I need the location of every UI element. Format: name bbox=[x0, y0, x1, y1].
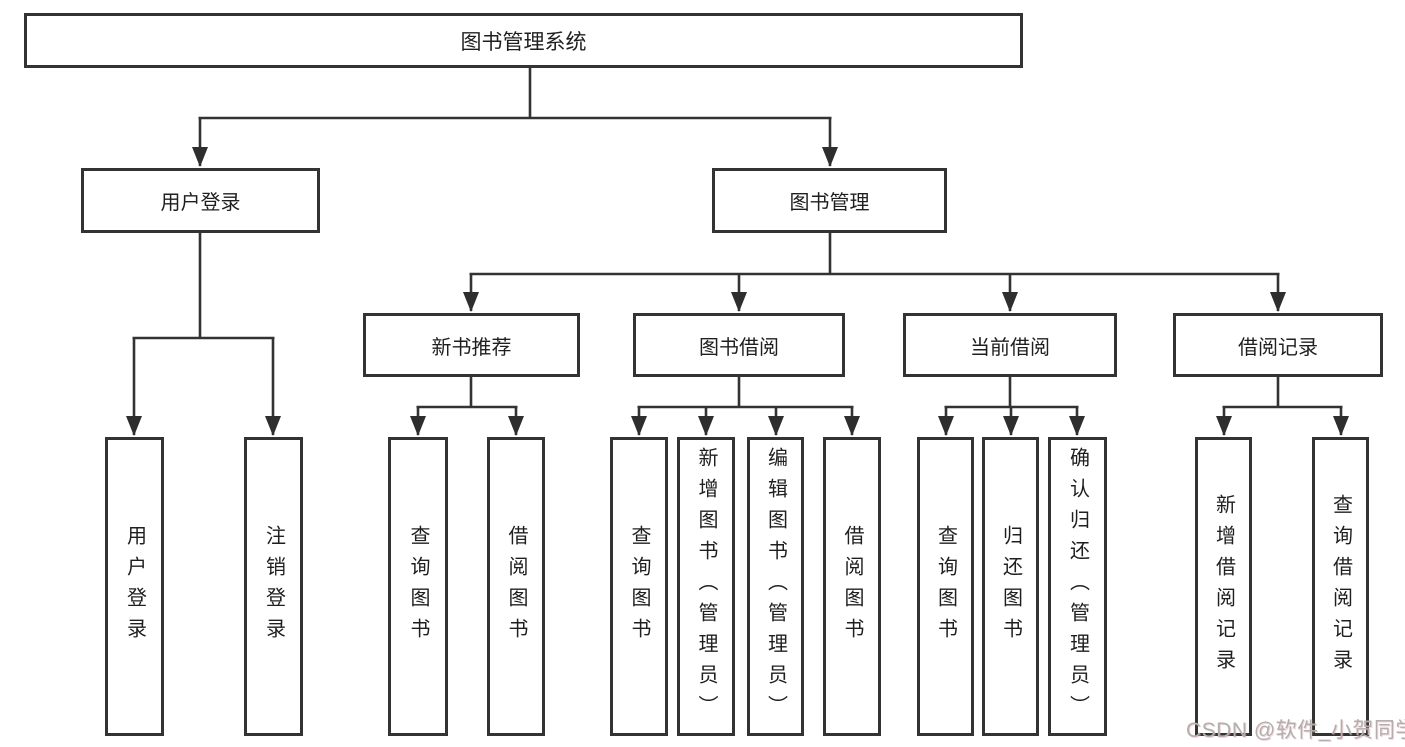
leaf-query-borrow-record-label: 查询借阅记录 bbox=[1329, 493, 1352, 680]
node-borrow-records: 借阅记录 bbox=[1173, 313, 1383, 377]
leaf-logout-label: 注销登录 bbox=[262, 524, 285, 649]
leaf-edit-book-admin: 编辑图书（管理员） bbox=[747, 437, 804, 736]
leaf-return-book: 归还图书 bbox=[982, 437, 1039, 736]
leaf-return-book-label: 归还图书 bbox=[999, 524, 1022, 649]
node-book-borrow: 图书借阅 bbox=[633, 313, 845, 377]
leaf-recommend-query-books-label: 查询图书 bbox=[407, 524, 429, 649]
node-new-book-recommend: 新书推荐 bbox=[363, 313, 580, 377]
leaf-current-query-books-label: 查询图书 bbox=[934, 524, 957, 649]
leaf-user-login: 用户登录 bbox=[105, 437, 164, 736]
leaf-user-login-label: 用户登录 bbox=[123, 524, 146, 649]
leaf-query-borrow-record: 查询借阅记录 bbox=[1312, 437, 1369, 736]
node-current-borrow: 当前借阅 bbox=[903, 313, 1117, 377]
leaf-recommend-borrow-book: 借阅图书 bbox=[487, 437, 545, 736]
leaf-current-query-books: 查询图书 bbox=[917, 437, 974, 736]
leaf-add-book-admin-label: 新增图书（管理员） bbox=[695, 447, 717, 726]
leaf-add-book-admin: 新增图书（管理员） bbox=[677, 437, 735, 736]
leaf-add-borrow-record-label: 新增借阅记录 bbox=[1212, 493, 1235, 680]
node-book-management: 图书管理 bbox=[712, 168, 947, 233]
leaf-confirm-return-admin: 确认归还（管理员） bbox=[1048, 437, 1107, 736]
leaf-borrow-book-label: 借阅图书 bbox=[841, 524, 863, 649]
leaf-edit-book-admin-label: 编辑图书（管理员） bbox=[764, 447, 787, 726]
node-user-login: 用户登录 bbox=[81, 168, 320, 233]
leaf-borrow-query-books: 查询图书 bbox=[610, 437, 668, 736]
leaf-add-borrow-record: 新增借阅记录 bbox=[1195, 437, 1252, 736]
leaf-recommend-borrow-book-label: 借阅图书 bbox=[505, 524, 527, 649]
node-root-library-system: 图书管理系统 bbox=[24, 13, 1023, 68]
leaf-recommend-query-books: 查询图书 bbox=[388, 437, 448, 736]
leaf-confirm-return-admin-label: 确认归还（管理员） bbox=[1066, 447, 1089, 726]
leaf-borrow-book: 借阅图书 bbox=[823, 437, 881, 736]
leaf-borrow-query-books-label: 查询图书 bbox=[628, 524, 650, 649]
leaf-logout: 注销登录 bbox=[244, 437, 303, 736]
csdn-watermark: CSDN @软件_小贺同学 bbox=[1186, 719, 1405, 742]
